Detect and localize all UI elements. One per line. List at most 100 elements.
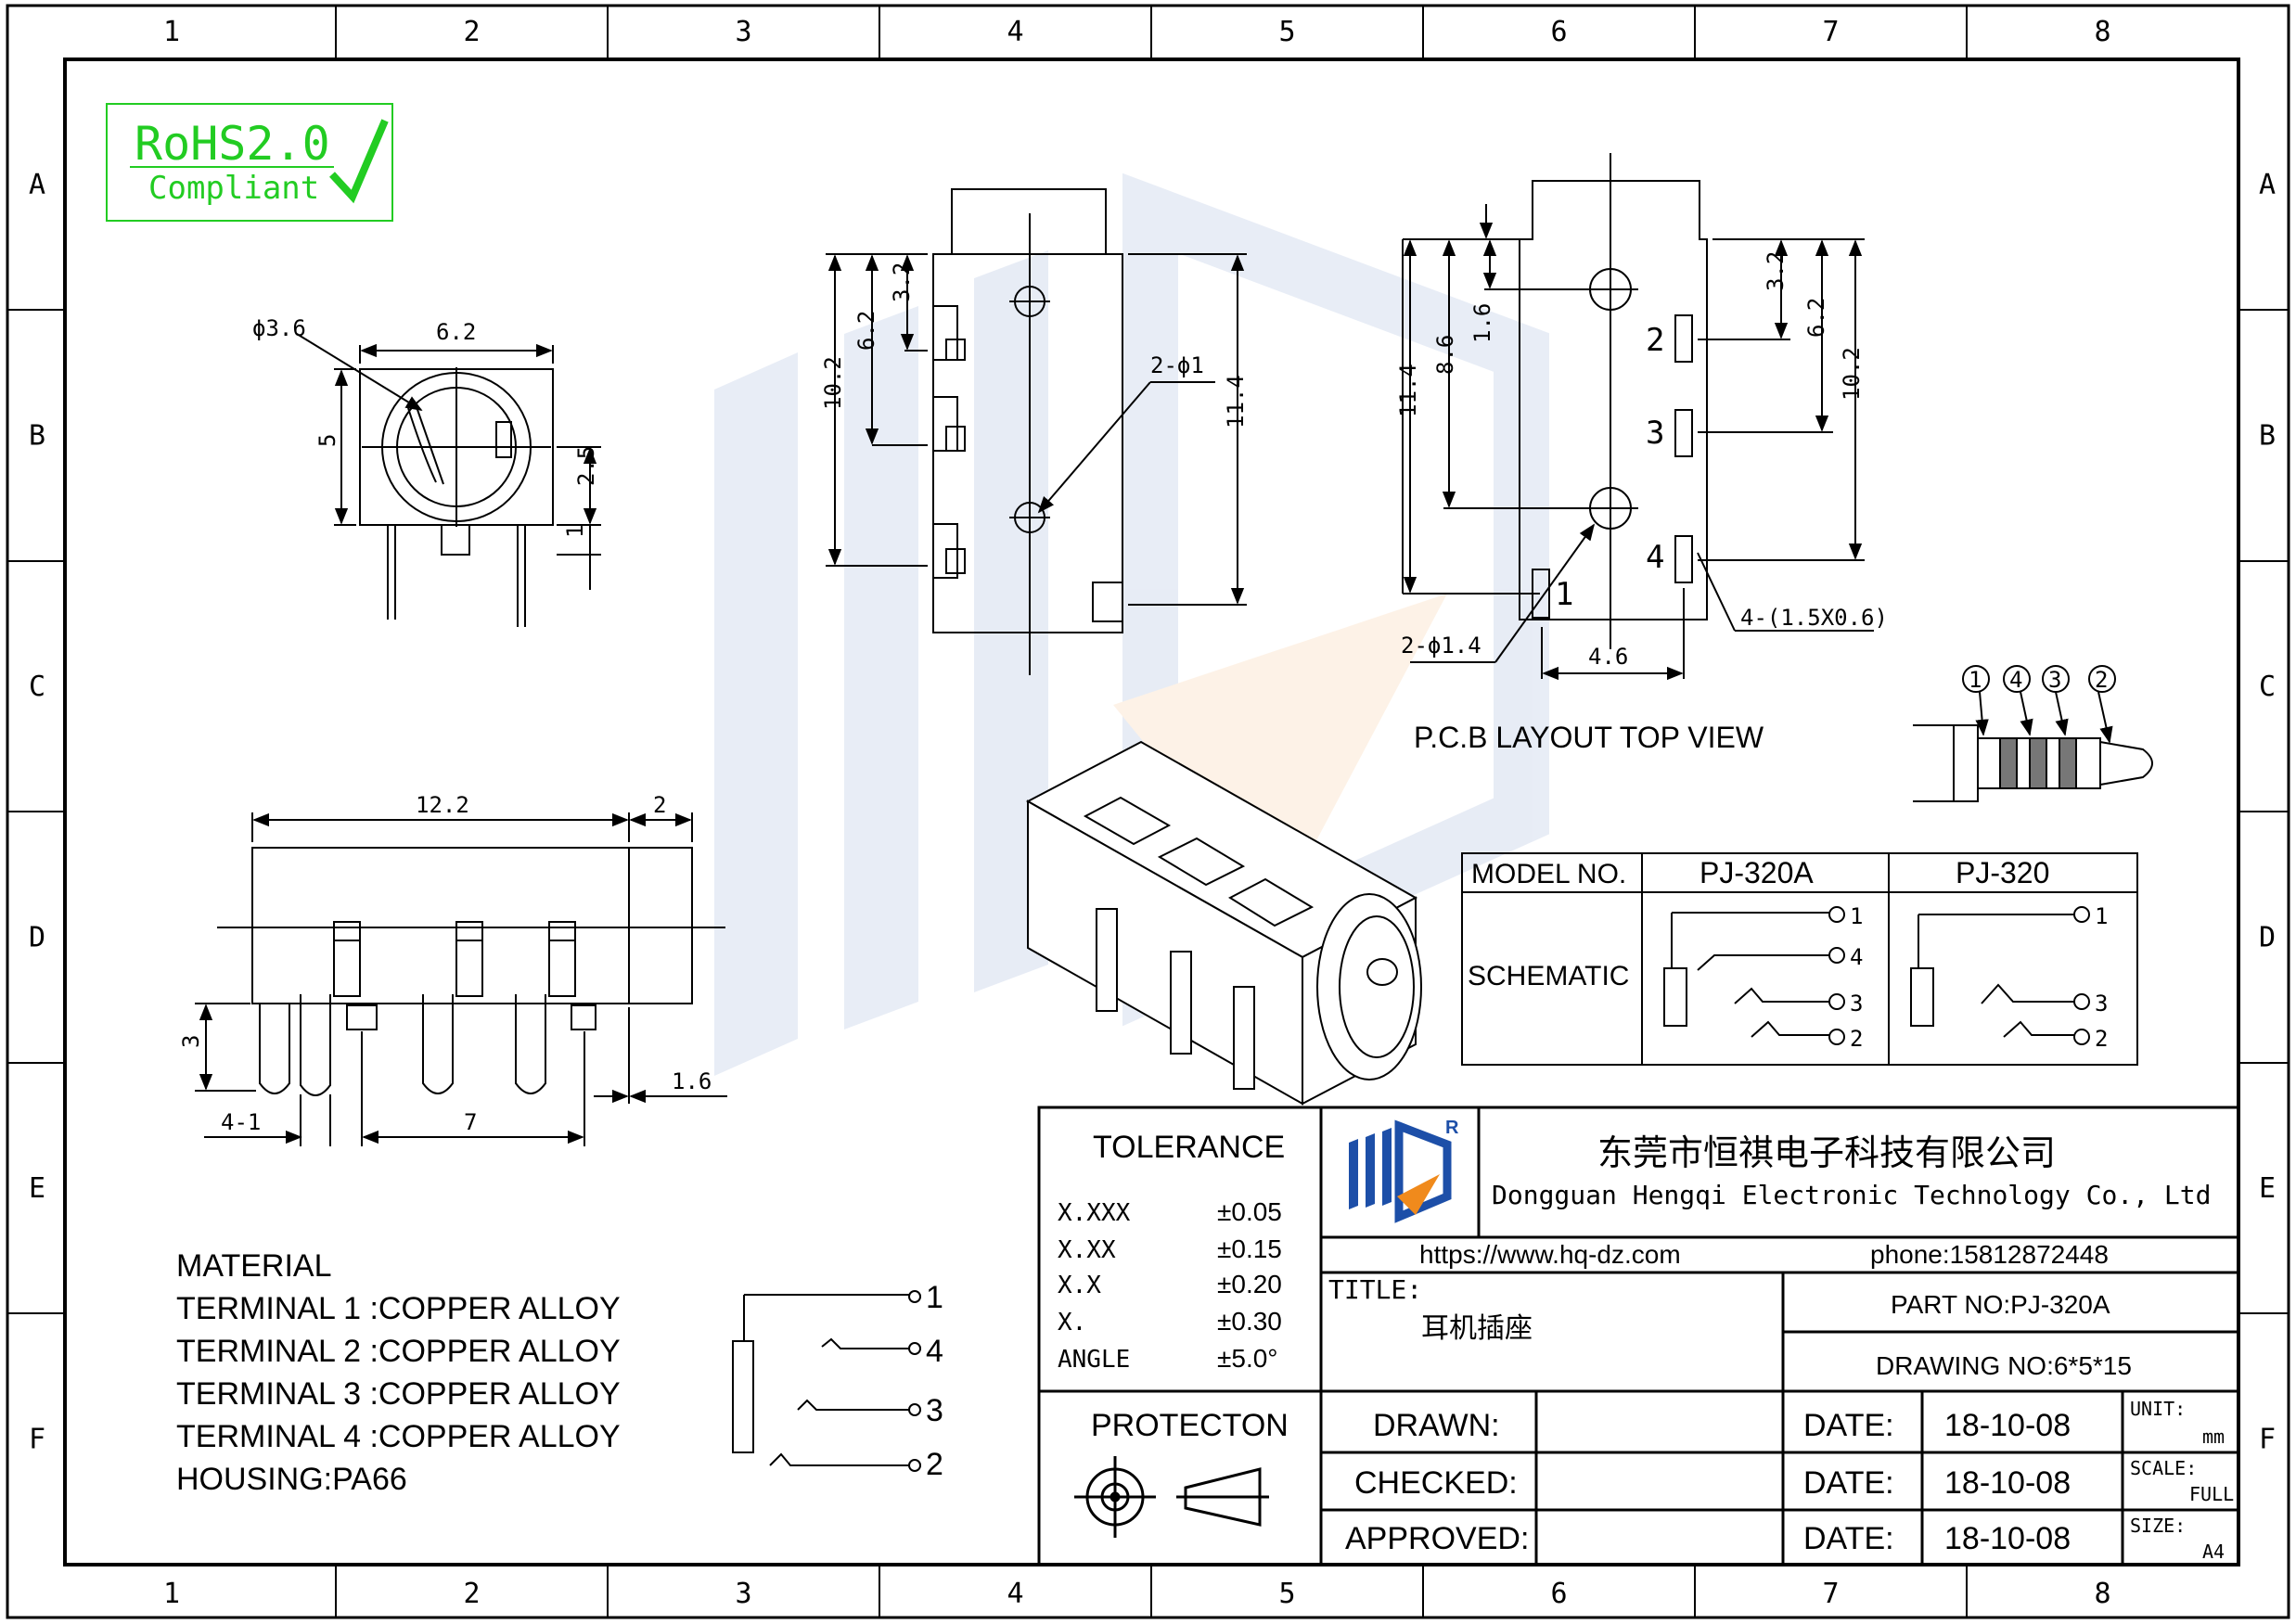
schematic-label: SCHEMATIC [1468, 961, 1629, 991]
side-3-2-label: 3.2 [889, 262, 915, 302]
plug-num-2: 2 [2095, 667, 2108, 693]
material-line-5: HOUSING:PA66 [176, 1462, 407, 1497]
zone-row-F: F [29, 1424, 45, 1456]
tol-val-5: ±5.0° [1217, 1344, 1278, 1373]
pcb-holes-label: 2-ϕ1.4 [1401, 633, 1481, 659]
zone-row-A: A [2259, 169, 2276, 201]
height-3-label: 3 [178, 1035, 204, 1048]
zone-col-6: 6 [1550, 1578, 1567, 1610]
check-icon [329, 119, 389, 204]
drawn-label: DRAWN: [1373, 1408, 1500, 1443]
pcb-layout-dimensions: 11.4 8.6 1.6 3.2 6.2 10.2 2-ϕ1.4 4-(1.5X… [1395, 251, 1888, 754]
plug-diagram [1913, 665, 2153, 802]
len-12-2-label: 12.2 [416, 792, 469, 818]
zone-row-C: C [29, 671, 45, 703]
side-11-4-label: 11.4 [1223, 375, 1249, 428]
title-block [1037, 1106, 2240, 1566]
pjb-pin-1: 1 [2095, 903, 2108, 929]
zone-col-6: 6 [1550, 16, 1567, 48]
pja-pin-4: 4 [1850, 944, 1863, 970]
zone-col-8: 8 [2094, 16, 2110, 48]
left-4-1-label: 4-1 [221, 1109, 261, 1135]
height-5-label: 5 [314, 434, 340, 447]
zone-row-E: E [2259, 1172, 2276, 1205]
material-title: MATERIAL [176, 1248, 332, 1284]
zone-col-2: 2 [463, 16, 480, 48]
zone-row-E: E [29, 1172, 45, 1205]
tolerance-title: TOLERANCE [1093, 1130, 1285, 1165]
material-line-1: TERMINAL 1 :COPPER ALLOY [176, 1291, 621, 1326]
pcb-pads-label: 4-(1.5X0.6) [1740, 605, 1888, 631]
sch-pin-1: 1 [926, 1280, 943, 1315]
zone-col-3: 3 [735, 1578, 751, 1610]
company-logo: R [1349, 1118, 1459, 1223]
sch-pin-2: 2 [926, 1447, 943, 1482]
plug-num-4: 4 [2009, 667, 2022, 693]
tol-val-3: ±0.20 [1217, 1270, 1282, 1298]
scale-value: FULL [2189, 1483, 2234, 1505]
date-label-3: DATE: [1803, 1521, 1894, 1556]
zone-col-3: 3 [735, 16, 751, 48]
bottom-view-dimensions: 12.2 2 3 1.6 4-1 7 [178, 792, 712, 1135]
pcb-11-4-label: 11.4 [1395, 364, 1421, 417]
sch-pin-3: 3 [926, 1393, 943, 1428]
span-7-label: 7 [464, 1109, 477, 1135]
model-pj-320a: PJ-320A [1700, 856, 1814, 889]
side-view-dimensions: 10.2 6.2 3.2 11.4 2-ϕ1 [820, 262, 1249, 428]
company-url: https://www.hq-dz.com [1419, 1240, 1681, 1269]
pja-pin-2: 2 [1850, 1026, 1863, 1052]
sch-pin-4: 4 [926, 1334, 943, 1369]
pjb-pin-3: 3 [2095, 991, 2108, 1017]
checked-label: CHECKED: [1354, 1465, 1518, 1501]
tol-key-3: X.X [1058, 1272, 1101, 1299]
zone-row-D: D [29, 922, 45, 954]
pja-pin-1: 1 [1850, 903, 1863, 929]
zone-row-B: B [2259, 420, 2276, 453]
pja-pin-3: 3 [1850, 991, 1863, 1017]
date-value-3: 18-10-08 [1944, 1521, 2071, 1556]
pin-1-6-label: 1.6 [672, 1068, 712, 1094]
zone-col-5: 5 [1278, 1578, 1295, 1610]
width-6-2-label: 6.2 [436, 319, 476, 345]
tol-val-4: ±0.30 [1217, 1307, 1282, 1336]
pin-1-label: 1 [562, 525, 588, 538]
side-10-2-label: 10.2 [820, 356, 846, 410]
front-view-dimensions: ϕ3.6 6.2 5 2.5 1 [252, 315, 599, 538]
pcb-4-6-label: 4.6 [1588, 644, 1628, 670]
zone-col-7: 7 [1822, 1578, 1839, 1610]
title-block-text: TOLERANCE X.XXX ±0.05 X.XX ±0.15 X.X ±0.… [1058, 1130, 2234, 1563]
center-2-5-label: 2.5 [573, 446, 599, 486]
zone-col-5: 5 [1278, 16, 1295, 48]
pcb-8-6-label: 8.6 [1432, 335, 1458, 375]
side-view [826, 188, 1247, 675]
material-line-4: TERMINAL 4 :COPPER ALLOY [176, 1419, 621, 1454]
date-label-1: DATE: [1803, 1408, 1894, 1443]
holes-2-dia-1-label: 2-ϕ1 [1150, 352, 1204, 378]
pcb-pin-4: 4 [1646, 539, 1664, 576]
model-table [1461, 852, 2138, 1066]
zone-col-4: 4 [1007, 16, 1023, 48]
tol-key-5: ANGLE [1058, 1346, 1130, 1374]
pcb-pin-3: 3 [1646, 415, 1664, 452]
pcb-layout-caption: P.C.B LAYOUT TOP VIEW [1414, 721, 1764, 754]
pcb-pin-1: 1 [1555, 576, 1573, 613]
tol-key-1: X.XXX [1058, 1199, 1131, 1227]
company-phone: phone:15812872448 [1870, 1240, 2109, 1269]
pcb-3-2-label: 3.2 [1763, 251, 1789, 291]
model-pj-320: PJ-320 [1956, 856, 2049, 889]
model-table-text: MODEL NO. PJ-320A PJ-320 SCHEMATIC 1 4 3… [1468, 856, 2108, 1052]
zone-row-C: C [2259, 671, 2276, 703]
title-label: TITLE: [1328, 1274, 1422, 1305]
company-name-cn: 东莞市恒祺电子科技有限公司 [1597, 1132, 2056, 1173]
side-6-2-label: 6.2 [853, 311, 879, 351]
tol-val-2: ±0.15 [1217, 1234, 1282, 1263]
terminal-schematic-labels: 1 4 3 2 [926, 1280, 943, 1482]
tol-key-4: X. [1058, 1309, 1086, 1336]
drawing-no: DRAWING NO:6*5*15 [1876, 1351, 2132, 1380]
tol-val-1: ±0.05 [1217, 1197, 1282, 1226]
zone-row-D: D [2259, 922, 2276, 954]
plug-contact-numbers: 1 4 3 2 [1969, 667, 2108, 693]
